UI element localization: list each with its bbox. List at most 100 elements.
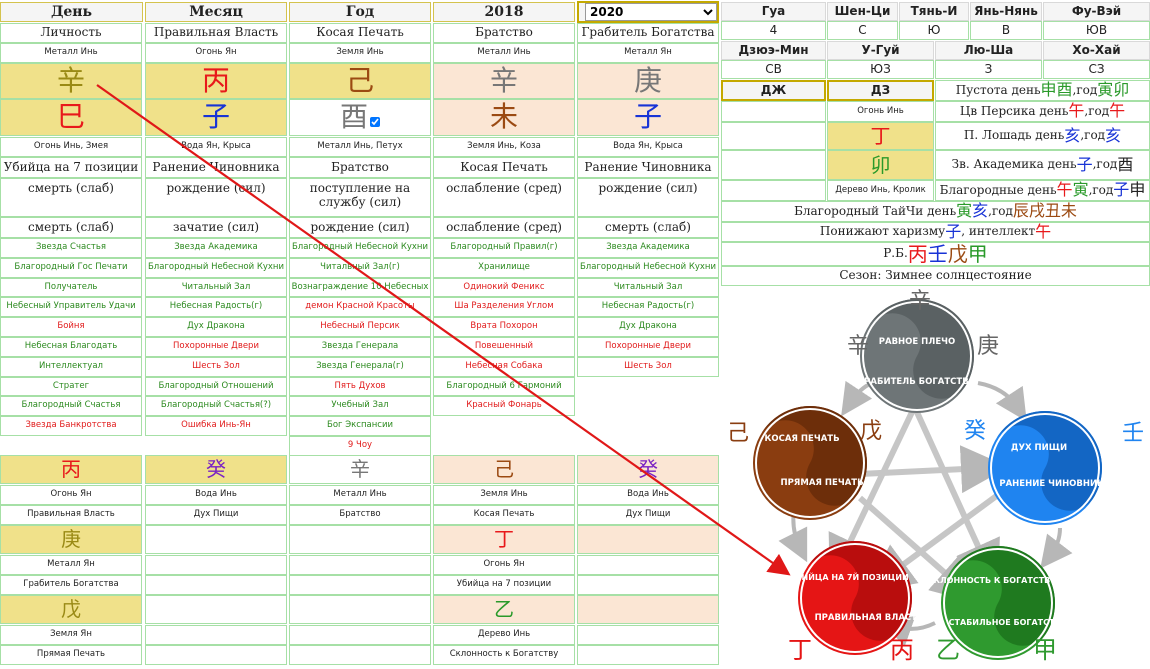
branch-2: 酉 bbox=[289, 99, 431, 136]
header-day[interactable]: День bbox=[0, 2, 143, 22]
ding-cell: 丁 bbox=[827, 122, 934, 150]
wheel-brown-top: КОСАЯ ПЕЧАТЬ bbox=[764, 434, 839, 444]
hidden3-empty-info-1 bbox=[145, 625, 287, 645]
star-2-6: Звезда Генерала(г) bbox=[289, 356, 431, 377]
element-0: Металл Инь bbox=[0, 43, 142, 63]
wheel-char-b1: 丙 bbox=[890, 636, 914, 664]
wheel-gray-top: РАВНОЕ ПЛЕЧО bbox=[879, 337, 955, 347]
hanzi: 寅 bbox=[956, 201, 973, 221]
gua2-v-2: З bbox=[935, 60, 1042, 79]
hanzi: 亥 bbox=[1064, 125, 1081, 145]
hanzi: 亥 bbox=[1105, 125, 1122, 145]
header-year[interactable]: Год bbox=[289, 2, 431, 22]
hidden3-god-3: Склонность к Богатству bbox=[433, 645, 575, 665]
hidden1-char-4: 癸 bbox=[577, 455, 719, 484]
branch-checkbox[interactable] bbox=[370, 116, 380, 127]
gua2-h-1[interactable]: У-Гуй bbox=[827, 41, 934, 60]
dz-cell[interactable]: ДЗ bbox=[827, 80, 934, 101]
star-4-1: Благородный Небесной Кухни bbox=[577, 257, 719, 278]
text-part: Благородный ТайЧи день bbox=[794, 203, 957, 218]
earth-yin-yang: КОСАЯ ПЕЧАТЬ ПРЯМАЯ ПЕЧАТЬ bbox=[753, 406, 867, 520]
gua2-h-0[interactable]: Дзюэ-Мин bbox=[721, 41, 826, 60]
text-part: ,год bbox=[988, 203, 1013, 218]
header-2018[interactable]: 2018 bbox=[433, 2, 575, 22]
hanzi: 午 bbox=[1056, 180, 1073, 200]
hidden1-info-2: Металл Инь bbox=[289, 485, 431, 505]
hidden2-empty-god-1 bbox=[145, 575, 287, 595]
hanzi: 寅 bbox=[1072, 180, 1089, 200]
hidden3-empty-info-4 bbox=[577, 625, 719, 645]
r-empty-d bbox=[721, 180, 826, 201]
year-select[interactable]: 2020 bbox=[585, 3, 717, 21]
hidden3-empty-god-1 bbox=[145, 645, 287, 665]
wheel-char-l2: 戊 bbox=[860, 419, 882, 444]
gua2-v-1: ЮЗ bbox=[827, 60, 934, 79]
fire-yin-yang: УБИЙЦА НА 7Й ПОЗИЦИИ ПРАВИЛЬНАЯ ВЛАСТЬ bbox=[789, 541, 923, 655]
branch-info-1: Вода Ян, Крыса bbox=[145, 137, 287, 157]
gua-h-3[interactable]: Янь-Нянь bbox=[970, 2, 1042, 21]
hanzi: 亥 bbox=[972, 201, 989, 221]
horse-row: П. Лошадь день 亥,год 亥 bbox=[935, 122, 1150, 150]
hidden3-god-0: Прямая Печать bbox=[0, 645, 142, 665]
element-4: Металл Ян bbox=[577, 43, 719, 63]
wheel-char-br: 甲 bbox=[1033, 636, 1057, 664]
hidden2-empty-1 bbox=[145, 525, 287, 554]
peach-row: Цв Персика день 午,год 午 bbox=[935, 101, 1150, 122]
star-4-2: Читальный Зал bbox=[577, 277, 719, 298]
r-empty-b bbox=[721, 122, 826, 150]
star-2-9: Бог Экспансии bbox=[289, 416, 431, 436]
branch-4: 子 bbox=[577, 99, 719, 136]
text-part: Понижают харизму bbox=[819, 224, 946, 239]
star-3-1: Хранилище bbox=[433, 257, 575, 278]
hidden2-char-0: 庚 bbox=[0, 525, 142, 554]
text-part: Зв. Академика день bbox=[951, 157, 1077, 172]
wheel-green-bot: СТАБИЛЬНОЕ БОГАТСТВО bbox=[949, 618, 1068, 627]
ten-god-0: Личность bbox=[0, 23, 142, 43]
hanzi: 午 bbox=[1068, 101, 1085, 121]
gua2-h-3[interactable]: Хо-Хай bbox=[1043, 41, 1150, 60]
star-0-5: Небесная Благодать bbox=[0, 337, 142, 357]
branch-info-2: Металл Инь, Петух bbox=[289, 137, 431, 157]
state1-1: рождение (сил) bbox=[145, 178, 287, 217]
hanzi: 辰 bbox=[1012, 201, 1029, 221]
star-4-0: Звезда Академика bbox=[577, 238, 719, 258]
hanzi: 子 bbox=[1076, 154, 1093, 174]
branch-1: 子 bbox=[145, 99, 287, 136]
star-2-7: Пять Духов bbox=[289, 376, 431, 397]
academic-row: Зв. Академика день 子,год 酉 bbox=[935, 150, 1150, 180]
state1-0: смерть (слаб) bbox=[0, 178, 142, 217]
hidden1-god-4: Дух Пищи bbox=[577, 505, 719, 525]
hidden2-info-0: Металл Ян bbox=[0, 555, 142, 575]
branch-god-1: Ранение Чиновника bbox=[145, 157, 287, 178]
star-3-5: Повешенный bbox=[433, 337, 575, 357]
five-elements-wheel: РАВНОЕ ПЛЕЧО ГРАБИТЕЛЬ БОГАТСТВА КОСАЯ П… bbox=[727, 289, 1144, 664]
star-1-2: Читальный Зал bbox=[145, 277, 287, 298]
gua-h-1[interactable]: Шен-Ци bbox=[827, 2, 898, 21]
gua-h-0[interactable]: Гуа bbox=[721, 2, 826, 21]
state2-4: смерть (слаб) bbox=[577, 217, 719, 238]
star-4-5: Похоронные Двери bbox=[577, 337, 719, 357]
star-0-2: Получатель bbox=[0, 277, 142, 298]
hidden3-char-3: 乙 bbox=[433, 595, 575, 624]
gua-h-4[interactable]: Фу-Вэй bbox=[1043, 2, 1150, 21]
wheel-char-tl: 辛 bbox=[847, 334, 869, 359]
hidden1-info-4: Вода Инь bbox=[577, 485, 719, 505]
hanzi: 甲 bbox=[967, 242, 988, 266]
wheel-red-top: УБИЙЦА НА 7Й ПОЗИЦИИ bbox=[789, 571, 908, 582]
dj-cell[interactable]: ДЖ bbox=[721, 80, 826, 101]
control-star-lines bbox=[828, 408, 1012, 604]
hidden2-empty-info-2 bbox=[289, 555, 431, 575]
hidden3-empty-1 bbox=[145, 595, 287, 624]
text-part: ,год bbox=[1092, 157, 1118, 172]
star-3-2: Одинокий Феникс bbox=[433, 277, 575, 298]
gua-h-2[interactable]: Тянь-И bbox=[899, 2, 969, 21]
stem-0: 辛 bbox=[0, 63, 142, 99]
season-row: Сезон: Зимнее солнцестояние bbox=[721, 266, 1150, 286]
star-0-1: Благородный Гос Печати bbox=[0, 257, 142, 278]
branch-info-4: Вода Ян, Крыса bbox=[577, 137, 719, 157]
mao-cell: 卯 bbox=[827, 150, 934, 180]
star-1-7: Благородный Отношений bbox=[145, 376, 287, 397]
hanzi: 戌 bbox=[1028, 201, 1045, 221]
gua2-h-2[interactable]: Лю-Ша bbox=[935, 41, 1042, 60]
header-month[interactable]: Месяц bbox=[145, 2, 287, 22]
